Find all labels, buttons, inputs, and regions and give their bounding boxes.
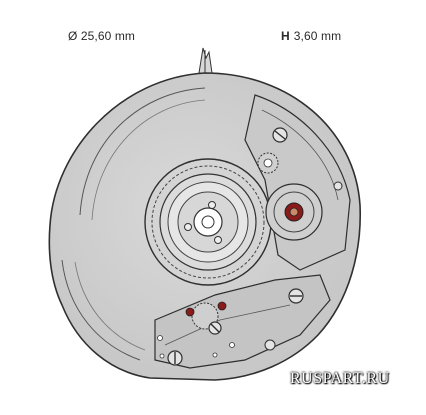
center-wheel-assembly — [144, 158, 272, 286]
diameter-spec: Ø 25,60 mm — [68, 29, 136, 43]
screw — [208, 321, 222, 335]
height-value: 3,60 mm — [293, 29, 342, 43]
screw — [167, 350, 183, 366]
regulator-gear — [257, 152, 279, 174]
screw — [272, 127, 288, 143]
height-label: H — [281, 29, 290, 43]
winding-stem — [198, 47, 213, 74]
screws — [167, 127, 343, 366]
pins — [157, 335, 235, 359]
screw — [288, 288, 304, 304]
balance-wheel — [265, 183, 323, 241]
watermark: RUSPART.RU — [290, 370, 390, 387]
